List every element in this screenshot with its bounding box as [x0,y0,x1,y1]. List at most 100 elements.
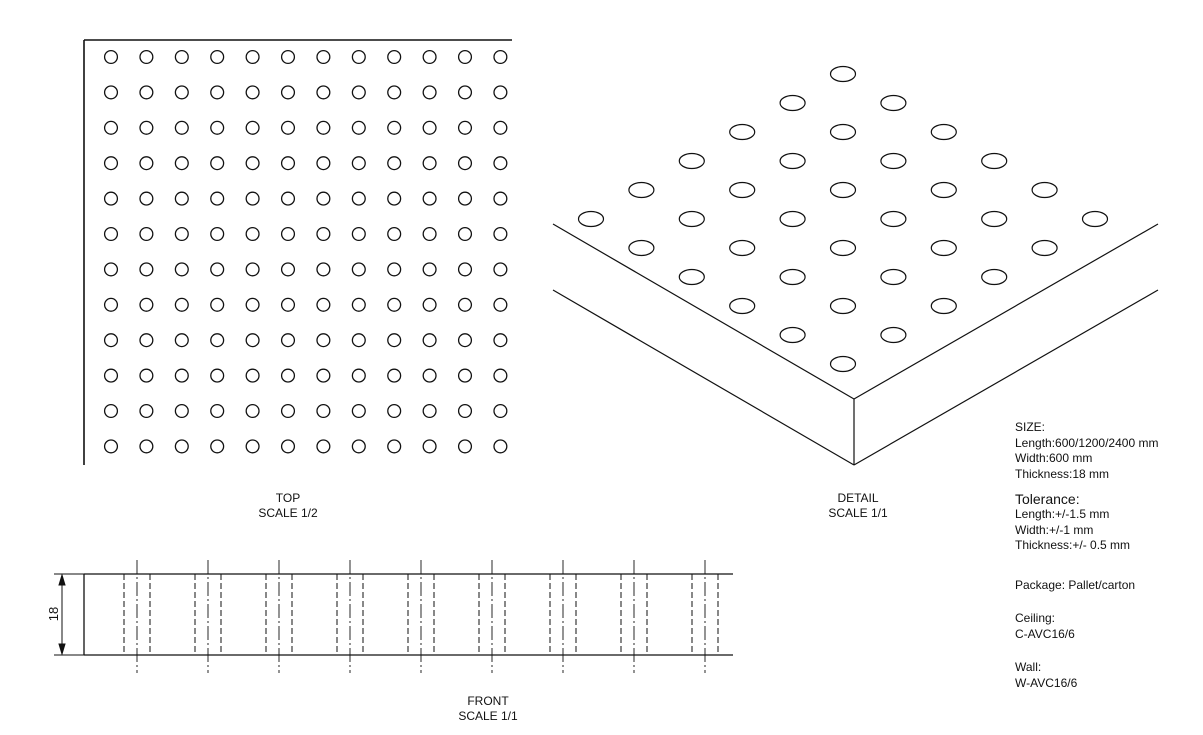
top-view-hole [210,85,225,100]
top-view-hole [351,191,366,206]
top-view-hole [103,120,119,135]
top-view-hole [457,333,473,348]
top-view-hole [493,297,508,312]
tolerance-width: Width:+/-1 mm [1015,522,1094,537]
top-view-hole [316,403,331,419]
top-view-hole [174,368,189,383]
wall-code: W-AVC16/6 [1015,675,1078,690]
top-view-hole [422,49,437,65]
top-view-hole [139,85,154,100]
detail-view-hole [729,181,756,199]
top-view-hole [210,226,225,242]
top-view-hole [387,191,402,206]
top-view-hole [387,226,402,242]
top-view-hole [493,226,508,242]
top-view-hole [245,439,260,454]
ceiling-code: C-AVC16/6 [1015,626,1075,641]
top-view-hole [316,297,331,312]
top-view-hole [422,403,437,419]
top-view-hole [103,262,119,277]
top-view-hole [351,297,366,312]
top-view-hole [210,333,225,348]
top-view-hole [316,85,331,100]
detail-view-hole [880,152,907,170]
top-view-hole [351,262,366,277]
top-view-hole [387,403,402,419]
top-view-hole [280,368,296,383]
top-view-hole [316,191,331,206]
top-view-hole [139,191,154,206]
size-length: Length:600/1200/2400 mm [1015,435,1159,450]
top-view-hole [387,85,402,100]
top-view-hole [422,226,437,242]
top-view-hole [493,439,508,454]
top-view-hole [103,333,119,348]
top-view-label: TOP SCALE 1/2 [228,491,348,521]
front-view-scale: SCALE 1/1 [458,709,518,723]
top-view-hole [280,191,296,206]
detail-view-name: DETAIL [837,491,879,505]
top-view-hole [493,403,508,419]
top-view-hole [280,85,296,100]
detail-view-hole [577,210,605,228]
top-view-hole [245,49,260,65]
detail-view-hole [930,297,957,315]
top-view-hole [103,403,119,419]
top-view-hole [174,156,189,171]
top-view-hole [245,297,260,312]
top-view-hole [210,439,225,454]
detail-view-hole [981,210,1008,228]
top-view-hole [316,262,331,277]
top-view-hole [422,120,437,135]
top-view-hole [422,262,437,277]
top-view-hole [387,368,402,383]
top-view-hole [351,85,366,100]
detail-view-hole [829,239,857,257]
top-view-hole [457,368,473,383]
detail-view-hole [779,268,806,286]
top-view-hole [351,439,366,454]
top-view-hole [316,226,331,242]
top-view-hole [103,191,119,206]
top-view-hole [316,368,331,383]
top-view-hole [103,226,119,242]
top-view-hole [457,439,473,454]
tolerance-heading: Tolerance: [1015,491,1080,507]
top-view-hole [210,262,225,277]
size-width: Width:600 mm [1015,451,1093,465]
top-view-hole [210,297,225,312]
detail-view-hole [628,239,655,257]
top-view-hole [280,333,296,348]
top-view-hole [457,49,473,65]
detail-view [552,65,1159,466]
top-view-hole [387,120,402,135]
detail-view-hole [729,239,756,257]
detail-view-hole [779,152,806,170]
size-thickness: Thickness:18 mm [1015,466,1110,481]
detail-view-hole [930,181,957,199]
top-view-hole [351,49,366,65]
top-view-hole [457,85,473,100]
tolerance-length: Length:+/-1.5 mm [1015,507,1110,521]
top-view-hole [493,333,508,348]
size-heading: SIZE: [1015,420,1046,434]
front-view-hole-lines [123,560,719,673]
top-view-hole [245,262,260,277]
top-view-hole [280,120,296,135]
top-view-hole [139,120,154,135]
detail-view-hole [729,297,756,315]
top-view-hole [457,403,473,419]
top-view-hole [351,156,366,171]
top-view-hole [280,49,296,65]
top-view-hole [316,120,331,135]
top-view-hole [387,297,402,312]
detail-view-hole [779,326,806,344]
top-view-hole [103,297,119,312]
top-view-hole [387,439,402,454]
detail-view-hole [779,94,806,112]
detail-view-hole [880,268,907,286]
top-view-hole [210,49,225,65]
detail-top-edge-left [552,223,855,400]
top-view-hole [351,403,366,419]
